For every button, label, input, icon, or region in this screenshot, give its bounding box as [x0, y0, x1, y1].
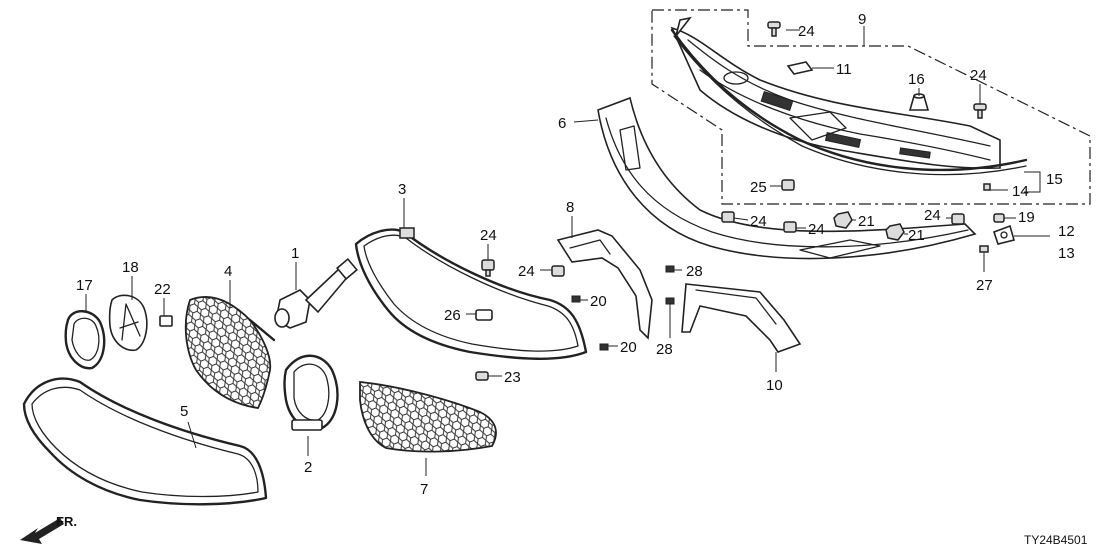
callout-20: 20: [590, 293, 607, 310]
fastener-24-mid3: [951, 213, 965, 225]
callout-6: 6: [558, 115, 566, 132]
fastener-25: [781, 179, 795, 191]
leader-lines: [85, 26, 1050, 476]
callout-20: 20: [620, 339, 637, 356]
callout-14: 14: [1012, 183, 1029, 200]
callout-24: 24: [808, 221, 825, 238]
part-17-emblem-ring: [64, 310, 106, 370]
part-4-lower-grille: [184, 296, 276, 409]
callout-11: 11: [836, 61, 852, 78]
callout-10: 10: [766, 377, 783, 394]
fastener-23: [475, 371, 489, 381]
callout-1: 1: [291, 245, 299, 262]
callout-13: 13: [1058, 245, 1075, 262]
fastener-24-mid2: [783, 221, 797, 233]
callout-4: 4: [224, 263, 232, 280]
part-16-stopper: [908, 93, 930, 111]
fastener-20-a: [571, 295, 581, 303]
callout-12: 12: [1058, 223, 1075, 240]
fastener-27: [979, 245, 989, 253]
callout-24: 24: [750, 213, 767, 230]
part-6-bumper-beam: [597, 96, 977, 260]
callout-23: 23: [504, 369, 521, 386]
diagram-code: TY24B4501: [1024, 533, 1088, 547]
part-22-clip: [159, 315, 173, 327]
fastener-20-b: [599, 343, 609, 351]
callout-28: 28: [686, 263, 703, 280]
part-3-grille-frame: [354, 227, 588, 360]
part-11-plate: [786, 61, 814, 75]
callout-24: 24: [518, 263, 535, 280]
front-direction-arrow: FR.: [20, 514, 77, 544]
fastener-21-a: [833, 211, 853, 229]
callout-28: 28: [656, 341, 673, 358]
part-5-grille-trim: [22, 377, 268, 506]
fastener-24-mid1: [721, 211, 735, 223]
callout-21: 21: [908, 227, 925, 244]
callout-21: 21: [858, 213, 875, 230]
callout-24: 24: [798, 23, 815, 40]
part-10-side-bracket: [681, 283, 802, 353]
callout-17: 17: [76, 277, 93, 294]
part-8-side-bracket: [556, 229, 653, 340]
callout-16: 16: [908, 71, 925, 88]
part-26-clip: [475, 309, 493, 321]
callouts: 24 9 11 16 24 6 25 14 15 24 24 21 21 24 …: [76, 11, 1075, 498]
fastener-28-b: [665, 297, 675, 305]
part-18-emblem: [108, 294, 148, 351]
callout-8: 8: [566, 199, 574, 216]
fastener-24-top: [767, 21, 781, 37]
callout-24: 24: [924, 207, 941, 224]
fastener-21-b: [885, 223, 905, 241]
part-2-camera-bezel: [283, 354, 339, 431]
callout-18: 18: [122, 259, 139, 276]
callout-9: 9: [858, 11, 866, 28]
front-label: FR.: [56, 514, 77, 529]
fastener-14: [983, 183, 991, 191]
callout-27: 27: [976, 277, 993, 294]
callout-25: 25: [750, 179, 767, 196]
callout-24: 24: [970, 67, 987, 84]
part-9-under-cover: [651, 9, 1091, 205]
fastener-24-right: [973, 103, 987, 119]
part-15-trim-strip: [670, 28, 1028, 176]
callout-15: 15: [1046, 171, 1063, 188]
callout-19: 19: [1018, 209, 1035, 226]
part-7-lower-grille: [359, 381, 497, 453]
fastener-28-a: [665, 265, 675, 273]
callout-7: 7: [420, 481, 428, 498]
callout-24: 24: [480, 227, 497, 244]
fastener-24-center: [481, 259, 495, 277]
fastener-19: [993, 213, 1005, 223]
callout-22: 22: [154, 281, 171, 298]
part-1-camera: [274, 258, 358, 329]
callout-2: 2: [304, 459, 312, 476]
part-12-bracket: [992, 224, 1015, 245]
callout-26: 26: [444, 307, 461, 324]
callout-5: 5: [180, 403, 188, 420]
callout-3: 3: [398, 181, 406, 198]
fastener-24-left: [551, 265, 565, 277]
